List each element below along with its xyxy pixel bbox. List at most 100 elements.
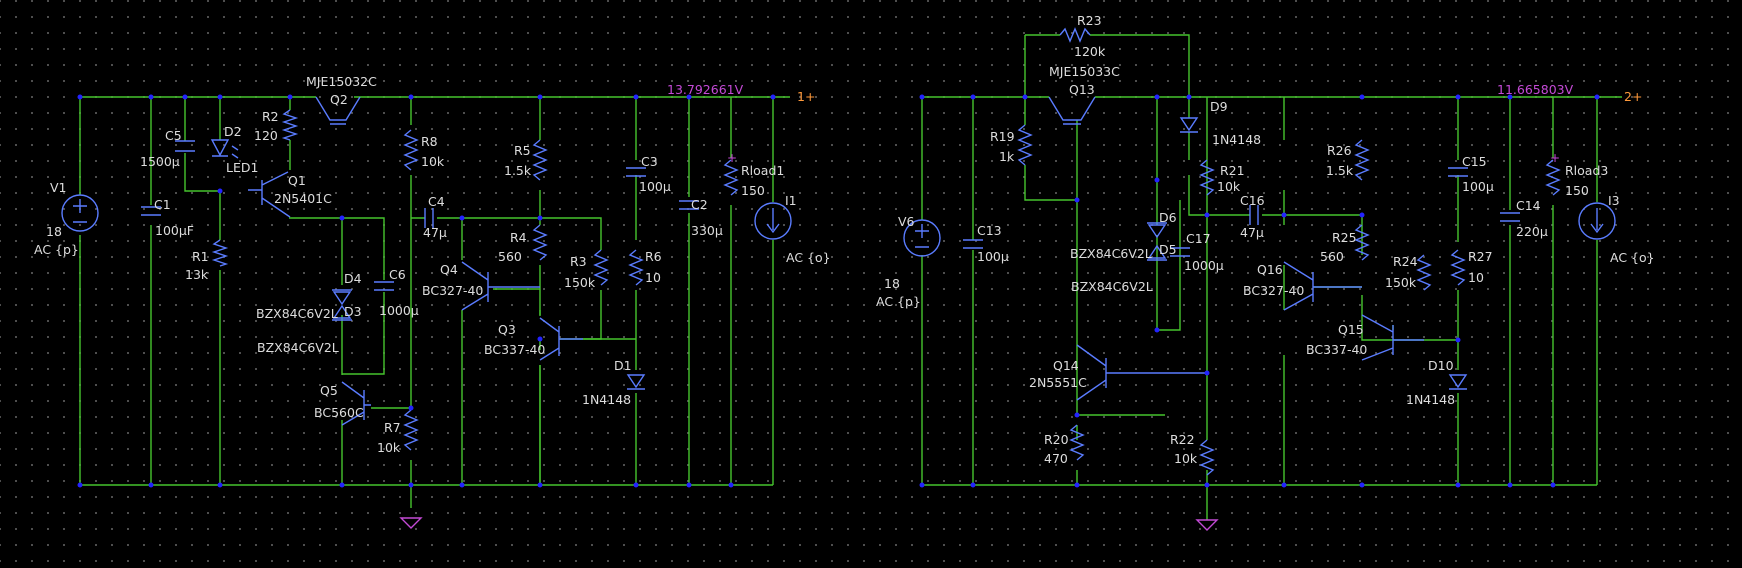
source-V1 — [61, 194, 99, 232]
label-C14-name: C14 — [1516, 198, 1541, 213]
zener-D5 — [1147, 244, 1167, 261]
label-D2-value: LED1 — [226, 160, 258, 175]
transistor-Q4 — [461, 261, 540, 311]
capacitor-C17 — [1170, 247, 1190, 257]
label-Q5-value: BC560C — [314, 405, 364, 420]
label-D6-value: BZX84C6V2L — [1070, 246, 1152, 261]
label-R26-name: R26 — [1327, 143, 1352, 158]
ground-icon — [399, 517, 423, 529]
label-R25-name: R25 — [1332, 230, 1357, 245]
label-Q5-name: Q5 — [320, 383, 338, 398]
label-Q16-value: BC327-40 — [1243, 283, 1304, 298]
capacitor-C3 — [626, 167, 646, 177]
label-Rload1-name: Rload1 — [741, 163, 784, 178]
transistor-Q15 — [1361, 314, 1424, 361]
label-Q15-name: Q15 — [1338, 322, 1364, 337]
label-C17-name: C17 — [1186, 231, 1211, 246]
label-C6-value: 1000µ — [379, 303, 419, 318]
label-D9-name: D9 — [1210, 99, 1228, 114]
label-V1-extra: AC {p} — [34, 242, 79, 257]
label-left-net: 1+ — [797, 89, 815, 104]
label-Q13-name: Q13 — [1069, 82, 1095, 97]
label-C17-value: 1000µ — [1184, 258, 1224, 273]
label-Q15-value: BC337-40 — [1306, 342, 1367, 357]
label-D3-name: D3 — [344, 304, 362, 319]
label-R19-value: 1k — [999, 149, 1015, 164]
right-wires — [921, 34, 1622, 520]
label-R7-value: 10k — [377, 440, 401, 455]
label-Q4-value: BC327-40 — [422, 283, 483, 298]
label-R4-value: 560 — [498, 249, 522, 264]
label-C5-name: C5 — [165, 128, 182, 143]
label-V1-name: V1 — [50, 180, 67, 195]
label-R5-value: 1.5k — [504, 163, 532, 178]
label-left-voltage: 13.792661V — [667, 82, 744, 97]
transistor-Q1 — [248, 171, 291, 218]
resistor-R25 — [1354, 224, 1370, 261]
transistor-Q3 — [539, 317, 583, 361]
resistor-R8 — [403, 129, 419, 171]
label-Rload1-pin: + — [727, 151, 737, 165]
label-D1-name: D1 — [614, 358, 632, 373]
resistor-R22 — [1199, 439, 1215, 476]
resistor-R3 — [593, 249, 609, 286]
left-circuit: V1 18 AC {p} C5 1500µ D2 LED1 R2 120 MJE… — [34, 74, 831, 529]
label-C6-name: C6 — [389, 267, 406, 282]
label-Q4-name: Q4 — [440, 262, 458, 277]
resistor-R2 — [281, 109, 299, 141]
label-Q13-value: MJE15033C — [1049, 64, 1120, 79]
label-C3-value: 100µ — [639, 179, 671, 194]
label-R27-value: 10 — [1468, 270, 1484, 285]
transistor-Q13 — [1048, 96, 1096, 125]
right-labels: R23 120k MJE15033C Q13 D9 1N4148 R19 1k … — [876, 13, 1655, 466]
capacitor-C15 — [1448, 167, 1468, 177]
label-R4-name: R4 — [510, 230, 527, 245]
capacitor-C13 — [963, 239, 983, 249]
resistor-R21 — [1199, 159, 1215, 196]
resistor-Rload3 — [1545, 159, 1561, 196]
label-R3-name: R3 — [570, 254, 587, 269]
label-C13-name: C13 — [977, 223, 1002, 238]
label-C1-name: C1 — [154, 197, 171, 212]
transistor-Q16 — [1283, 261, 1362, 311]
label-Q16-name: Q16 — [1257, 262, 1283, 277]
resistor-R20 — [1069, 424, 1085, 461]
resistor-R24 — [1416, 254, 1432, 291]
capacitor-C16 — [1249, 205, 1259, 225]
label-R24-name: R24 — [1393, 254, 1418, 269]
capacitor-C1 — [141, 206, 161, 216]
label-I1-value: AC {o} — [786, 250, 831, 265]
label-right-voltage: 11.665803V — [1497, 82, 1574, 97]
label-D9-value: 1N4148 — [1212, 132, 1261, 147]
label-C16-value: 47µ — [1240, 225, 1264, 240]
label-I3-name: I3 — [1608, 193, 1620, 208]
label-R1-name: R1 — [192, 249, 209, 264]
label-R26-value: 1.5k — [1326, 163, 1354, 178]
capacitor-C5 — [175, 140, 195, 152]
label-I1-name: I1 — [785, 193, 797, 208]
transistor-Q2 — [315, 96, 361, 125]
left-wires — [79, 96, 790, 508]
ground-icon — [1195, 519, 1219, 531]
label-Rload3-pin: + — [1550, 151, 1560, 165]
label-C4-value: 47µ — [423, 225, 447, 240]
label-R2-name: R2 — [262, 109, 279, 124]
label-D1-value: 1N4148 — [582, 392, 631, 407]
label-R3-value: 150k — [564, 275, 596, 290]
label-R27-name: R27 — [1468, 249, 1493, 264]
label-C2-name: C2 — [691, 197, 708, 212]
label-V6-extra: AC {p} — [876, 294, 921, 309]
label-D6-name: D6 — [1159, 210, 1177, 225]
label-R23-name: R23 — [1077, 13, 1102, 28]
label-D4-name: D4 — [344, 271, 362, 286]
label-R7-name: R7 — [384, 420, 401, 435]
source-I3 — [1578, 202, 1616, 240]
resistor-R7 — [403, 409, 419, 451]
label-V6-value: 18 — [884, 276, 900, 291]
diode-D10 — [1448, 374, 1468, 390]
diode-D1 — [626, 374, 646, 390]
label-Q3-name: Q3 — [498, 322, 516, 337]
label-C16-name: C16 — [1240, 193, 1265, 208]
